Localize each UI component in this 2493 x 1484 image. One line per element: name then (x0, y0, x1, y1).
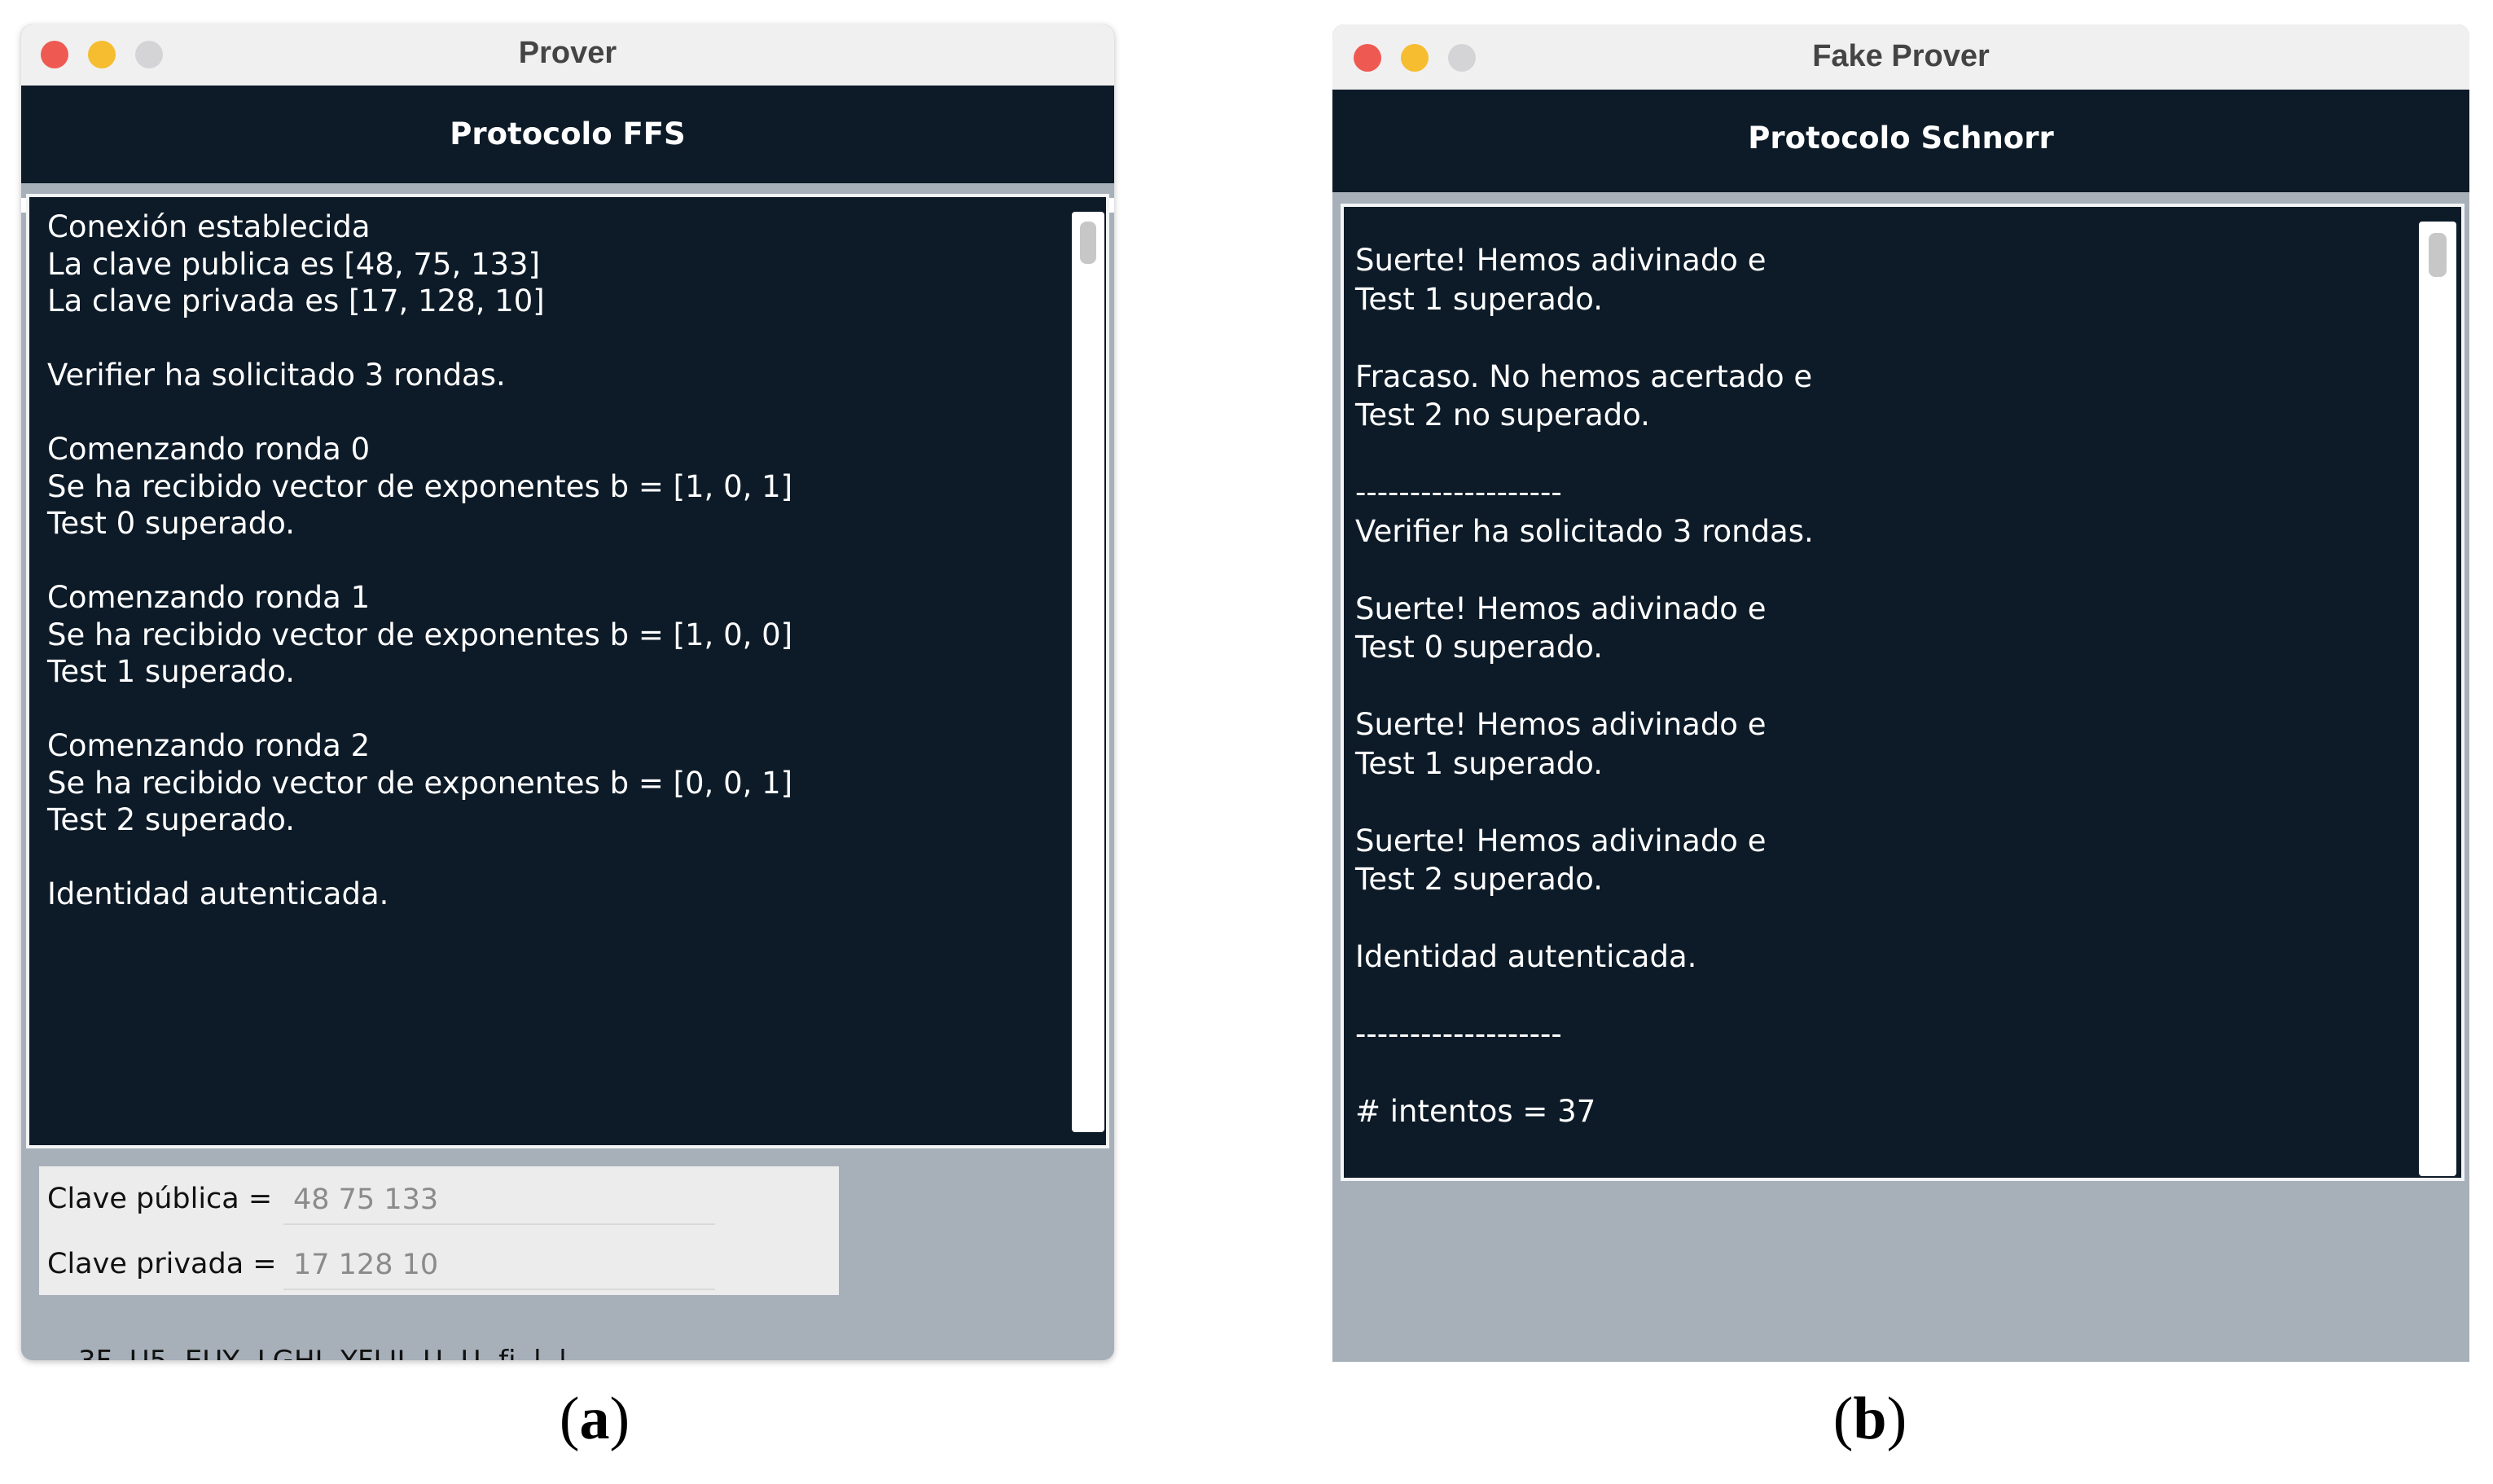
private-key-label: Clave privada = (47, 1248, 277, 1280)
header-divider (1332, 192, 2469, 205)
console-output[interactable]: Conexión establecida La clave publica es… (26, 194, 1109, 1148)
zoom-button[interactable] (1448, 44, 1476, 72)
console-output[interactable]: Suerte! Hemos adivinado e Test 1 superad… (1341, 204, 2464, 1181)
protocol-header: Protocolo Schnorr (1332, 90, 2469, 204)
window-title: Fake Prover (1812, 39, 1990, 73)
console-text: Suerte! Hemos adivinado e Test 1 superad… (1355, 243, 1814, 1129)
minimize-button[interactable] (88, 41, 116, 68)
title-bar: Fake Prover (1332, 24, 2469, 90)
bottom-panel (1332, 1181, 2469, 1362)
public-key-label: Clave pública = (47, 1183, 273, 1215)
private-key-field[interactable] (283, 1241, 715, 1290)
minimize-button[interactable] (1401, 44, 1429, 72)
keys-panel: Clave pública = Clave privada = (39, 1166, 839, 1295)
caption-b-letter: b (1853, 1385, 1887, 1452)
scrollbar-track[interactable] (1072, 212, 1104, 1132)
fake-prover-window: Fake Prover Protocolo Schnorr Suerte! He… (1332, 24, 2469, 1362)
caption-a-letter: a (579, 1385, 610, 1452)
protocol-header: Protocolo FFS (21, 86, 1114, 198)
console-text: Conexión establecida La clave publica es… (47, 209, 793, 911)
scrollbar-thumb[interactable] (1080, 222, 1096, 264)
caption-b: (b) (1832, 1385, 1907, 1452)
close-button[interactable] (41, 41, 68, 68)
prover-window: Prover Protocolo FFS Conexión establecid… (21, 24, 1114, 1360)
zoom-button[interactable] (135, 41, 163, 68)
scrollbar-thumb[interactable] (2429, 233, 2447, 277)
close-button[interactable] (1354, 44, 1381, 72)
scrollbar-track[interactable] (2419, 222, 2456, 1176)
public-key-field[interactable] (283, 1176, 715, 1225)
caption-a: (a) (559, 1385, 630, 1452)
cutoff-text: 3F U5 EUY LGHJ YFLJJ U U fj l l (78, 1347, 893, 1360)
window-title: Prover (518, 36, 617, 70)
title-bar: Prover (21, 24, 1114, 86)
